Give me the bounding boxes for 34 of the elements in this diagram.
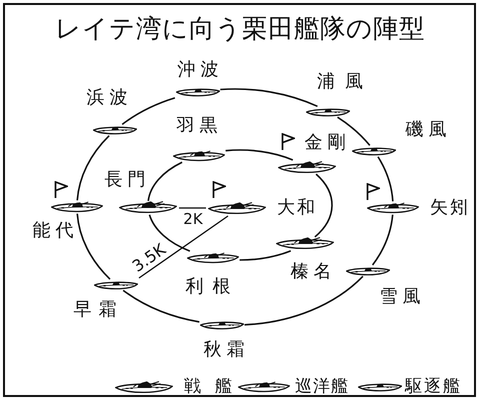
formation-line <box>240 250 292 261</box>
distance-label: 2K <box>183 210 203 228</box>
legend-label: 駆逐艦 <box>405 378 462 396</box>
ship-name: 能代 <box>32 221 78 241</box>
ship-name: 雪風 <box>379 287 426 307</box>
diagram-title: レイテ湾に向う栗田艦隊の陣型 <box>55 15 425 44</box>
legend-label: 巡洋艦 <box>295 378 349 396</box>
ship-name: 大和 <box>277 198 317 218</box>
ship-name: 長門 <box>104 170 150 190</box>
formation-line <box>76 135 110 200</box>
formation-line <box>148 214 190 252</box>
ship-name: 秋霜 <box>203 340 250 360</box>
ship-name: 沖波 <box>177 60 224 80</box>
ship-name: 榛名 <box>290 262 336 282</box>
formation-line <box>122 290 200 323</box>
ship-name: 浦風 <box>316 72 373 92</box>
ship-name: 早霜 <box>73 300 124 320</box>
ship-name: 羽黒 <box>176 116 222 136</box>
formation-line <box>226 149 294 161</box>
formation-line <box>372 214 394 266</box>
legend-label: 戦艦 <box>184 378 246 396</box>
formation-line <box>122 97 176 126</box>
ship-name: 矢矧 <box>430 198 470 218</box>
formation-line <box>76 214 111 280</box>
ship-name: 利根 <box>185 277 240 297</box>
ship-name: 浜波 <box>86 88 132 108</box>
ship-name: 磯風 <box>405 120 452 140</box>
formation-line <box>220 88 318 108</box>
formation-line <box>244 276 364 326</box>
formation-line <box>314 174 333 238</box>
formation-line <box>337 116 370 146</box>
formation-line <box>147 162 182 202</box>
ship-name: 金剛 <box>304 133 350 153</box>
formation-line <box>377 156 394 202</box>
